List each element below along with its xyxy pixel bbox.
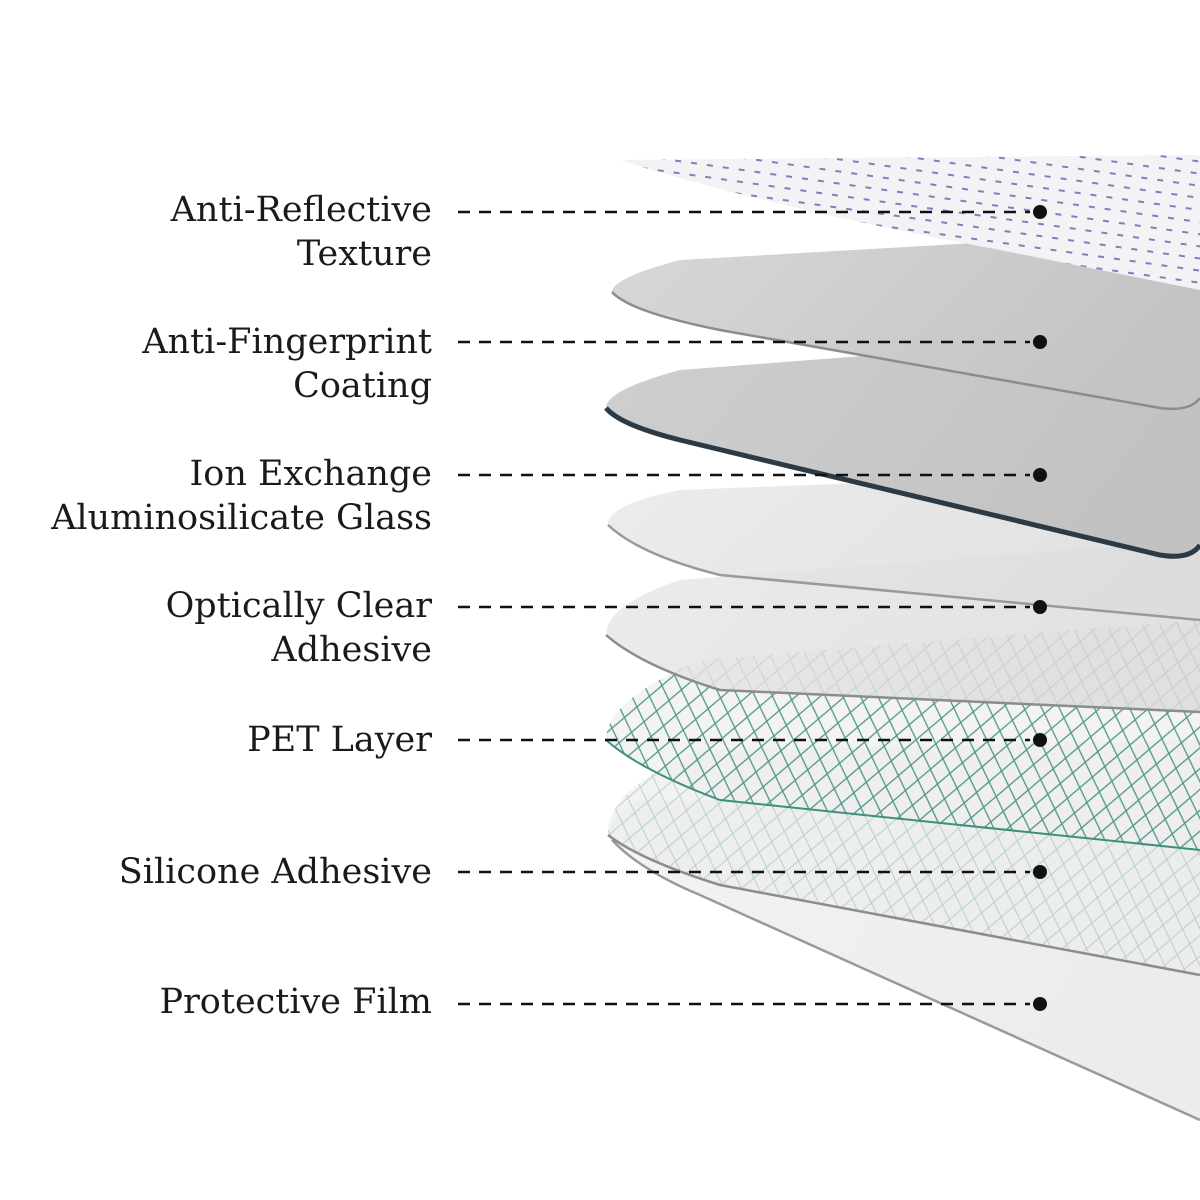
label-line: Coating <box>293 366 432 406</box>
label-line: Ion Exchange <box>189 454 432 494</box>
label-line: PET Layer <box>247 720 432 760</box>
label-line: Adhesive <box>271 630 432 670</box>
label-pet: PET Layer <box>247 718 432 762</box>
leader-dots <box>1033 205 1047 1011</box>
label-line: Protective Film <box>159 982 432 1022</box>
label-line: Anti-Reflective <box>170 190 432 230</box>
leader-dot-anti-reflective <box>1033 205 1047 219</box>
label-protective: Protective Film <box>160 980 432 1024</box>
label-silicone: Silicone Adhesive <box>119 850 432 894</box>
label-line: Anti-Fingerprint <box>142 322 432 362</box>
leader-dot-ion-glass <box>1033 468 1047 482</box>
label-oca: Optically Clear Adhesive <box>166 584 432 672</box>
label-anti-reflective: Anti-Reflective Texture <box>171 188 432 276</box>
leader-dot-pet <box>1033 733 1047 747</box>
label-line: Texture <box>296 234 432 274</box>
leader-dot-protective <box>1033 997 1047 1011</box>
leader-dot-oca <box>1033 600 1047 614</box>
label-line: Optically Clear <box>165 586 432 626</box>
label-line: Silicone Adhesive <box>118 852 432 892</box>
label-ion-glass: Ion Exchange Aluminosilicate Glass <box>51 452 432 540</box>
label-line: Aluminosilicate Glass <box>51 498 432 538</box>
anti-fingerprint-sheet <box>612 230 1200 409</box>
leader-dot-anti-fingerprint <box>1033 335 1047 349</box>
leader-lines <box>458 210 1030 1006</box>
leader-dot-silicone <box>1033 865 1047 879</box>
label-anti-fingerprint: Anti-Fingerprint Coating <box>142 320 432 408</box>
